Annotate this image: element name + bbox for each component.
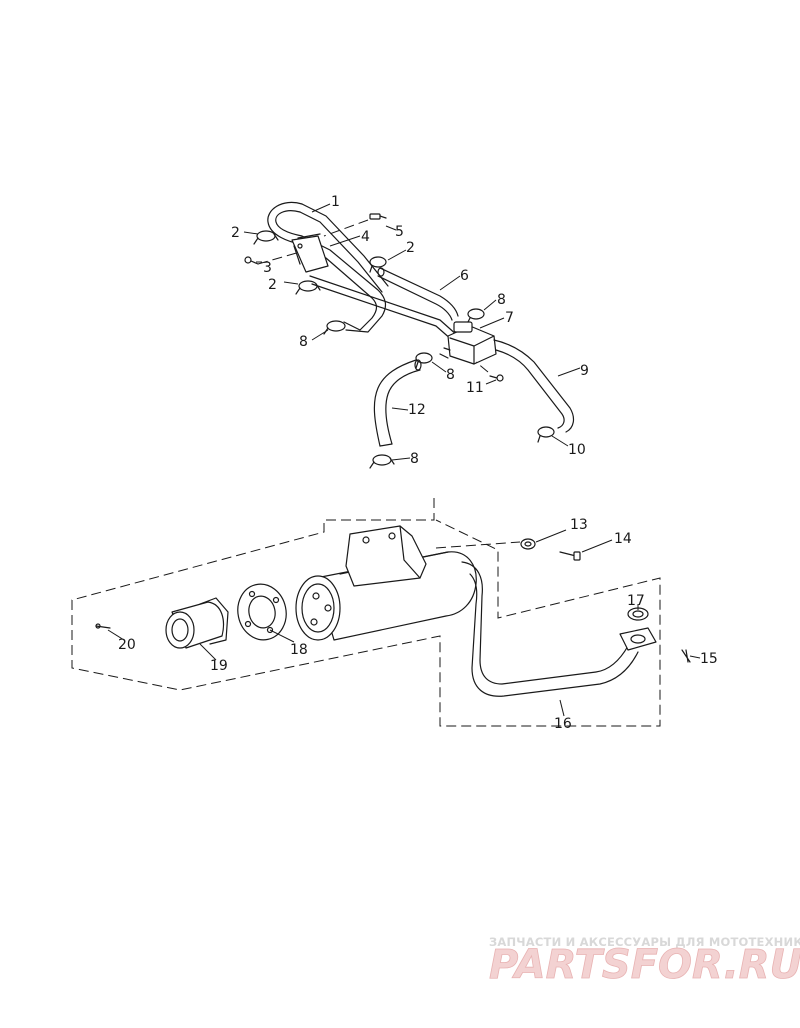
callout-11: 11 <box>466 380 484 396</box>
exhaust-pipe-part-16 <box>461 561 639 697</box>
assembly-dash-13 <box>435 541 521 549</box>
callout-8: 8 <box>446 367 455 383</box>
bolt-part-15 <box>681 649 691 663</box>
bolt-part-3 <box>244 256 259 265</box>
callout-4: 4 <box>361 229 370 245</box>
bracket-part-4 <box>291 233 329 273</box>
clamp-part-2-mid <box>369 256 387 273</box>
callout-19: 19 <box>210 658 228 674</box>
endcap-part-19 <box>165 597 229 649</box>
watermark-brand: PARTSFOR.RU <box>489 942 800 988</box>
bolt-part-14 <box>559 551 581 561</box>
callout-14: 14 <box>614 531 632 547</box>
gasket-part-18 <box>237 583 287 641</box>
tube-part-1 <box>267 201 389 333</box>
callout-17: 17 <box>627 593 645 609</box>
callout-15: 15 <box>700 651 718 667</box>
nut-part-13 <box>520 538 536 550</box>
bolt-part-20 <box>95 623 111 629</box>
callout-1: 1 <box>331 194 340 210</box>
upper-assembly <box>244 201 575 469</box>
upper-leaders <box>243 203 581 461</box>
watermark: ЗАПЧАСТИ И АКСЕССУАРЫ ДЛЯ МОТОТЕХНИКИ PA… <box>489 935 800 988</box>
assembly-dash-5 <box>323 219 369 237</box>
lower-assembly <box>71 498 691 727</box>
group-outline <box>71 498 661 727</box>
callout-6: 6 <box>460 268 469 284</box>
lower-leaders <box>107 529 701 717</box>
callout-labels: 1 2 5 4 2 3 2 6 8 7 8 9 8 11 12 10 8 13 … <box>118 194 718 732</box>
callout-2: 2 <box>406 240 415 256</box>
clamp-part-8-left <box>323 320 346 335</box>
callout-8: 8 <box>410 451 419 467</box>
hose-part-12 <box>373 359 422 447</box>
muffler-bracket <box>345 525 427 587</box>
clamp-part-8-right <box>467 308 485 323</box>
clamp-part-8-bottom <box>369 454 395 469</box>
watermark-subtitle: ЗАПЧАСТИ И АКСЕССУАРЫ ДЛЯ МОТОТЕХНИКИ <box>489 935 800 949</box>
clamp-part-10 <box>537 426 555 443</box>
clamp-part-8-mid <box>415 352 433 369</box>
bolt-part-5 <box>369 213 387 220</box>
callout-3: 3 <box>263 260 272 276</box>
callout-7: 7 <box>505 310 514 326</box>
gasket-part-17 <box>627 607 649 621</box>
callout-10: 10 <box>568 442 586 458</box>
tube-part-9 <box>493 339 575 433</box>
callout-18: 18 <box>290 642 308 658</box>
tube-part-6 <box>377 267 459 321</box>
callout-8: 8 <box>299 334 308 350</box>
bolt-part-11 <box>489 374 504 382</box>
connecting-tube-edge <box>311 283 453 341</box>
clamp-part-2-low <box>295 280 321 295</box>
assembly-dash-3 <box>257 251 301 265</box>
callout-8: 8 <box>497 292 506 308</box>
pipe-flange <box>619 627 657 651</box>
callout-13: 13 <box>570 517 588 533</box>
valve-part-7 <box>439 321 497 365</box>
assembly-dash-11 <box>475 361 489 373</box>
connecting-tube <box>309 275 459 337</box>
clamp-part-2-top <box>253 230 279 245</box>
callout-5: 5 <box>395 224 404 240</box>
callout-16: 16 <box>554 716 572 732</box>
callout-2: 2 <box>268 277 277 293</box>
callout-20: 20 <box>118 637 136 653</box>
callout-12: 12 <box>408 402 426 418</box>
callout-2: 2 <box>231 225 240 241</box>
callout-9: 9 <box>580 363 589 379</box>
